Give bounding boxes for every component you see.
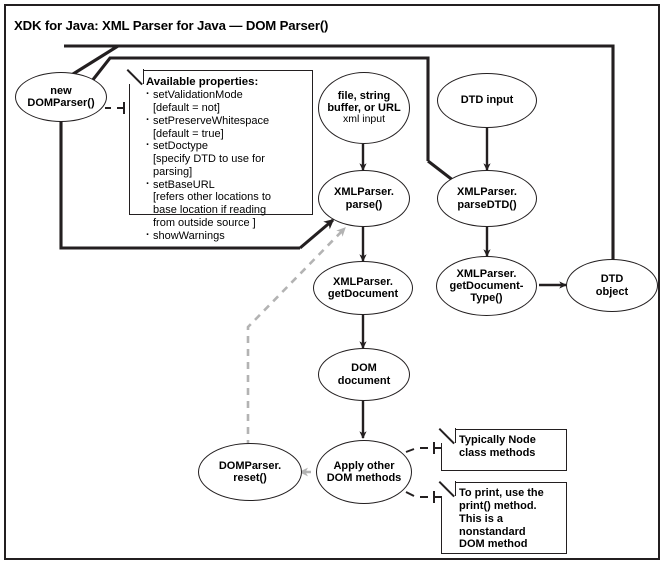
- prop-name: setValidationMode: [153, 89, 243, 102]
- node-parse-line2: parse(): [345, 198, 383, 211]
- note-properties-list: setValidationMode [default = not] setPre…: [146, 88, 306, 243]
- node-domparser-reset[interactable]: DOMParser. reset(): [198, 443, 302, 501]
- node-apply-other-dom-methods[interactable]: Apply other DOM methods: [316, 440, 412, 504]
- page-title: XDK for Java: XML Parser for Java — DOM …: [14, 18, 329, 33]
- node-xmlparser-getdocument[interactable]: XMLParser. getDocument: [313, 261, 413, 315]
- note-print-line3: This is a: [459, 512, 504, 525]
- note-print-line4: nonstandard: [459, 525, 526, 538]
- list-item: setValidationMode [default = not]: [146, 88, 306, 115]
- prop-detail3: from outside source ]: [153, 216, 256, 229]
- node-applyother-line2: DOM methods: [326, 472, 402, 484]
- node-xml-input-line1: file, string: [337, 89, 391, 102]
- note-print-line2: print() method.: [459, 499, 537, 512]
- node-dtdobject-line1: DTD: [600, 273, 624, 286]
- node-dtd-object[interactable]: DTD object: [566, 259, 658, 312]
- node-reset-line1: DOMParser.: [218, 459, 282, 472]
- list-item: setDoctype [specify DTD to use for parsi…: [146, 139, 306, 178]
- note-typically-line1: Typically Node: [459, 434, 536, 446]
- note-properties-heading: Available properties:: [146, 76, 259, 88]
- node-getdocumenttype-line3: Type(): [470, 292, 503, 305]
- node-dtd-input-line1: DTD input: [460, 94, 514, 107]
- note-typically-line2: class methods: [459, 446, 536, 459]
- node-xmlparser-getdocumenttype[interactable]: XMLParser. getDocument- Type(): [436, 256, 537, 316]
- prop-detail2: base location if reading: [153, 204, 267, 217]
- node-parse-line1: XMLParser.: [334, 186, 394, 199]
- node-getdocumenttype-line2: getDocument-: [449, 279, 524, 292]
- node-applyother-line1: Apply other: [333, 459, 395, 472]
- node-parsedtd-line2: parseDTD(): [457, 198, 517, 211]
- node-xml-input-line2: buffer, or URL: [327, 102, 401, 115]
- node-dtdobject-line2: object: [595, 285, 629, 298]
- prop-detail: [specify DTD to use for: [153, 153, 265, 166]
- node-getdocument-line2: getDocument: [327, 288, 399, 300]
- note-typically-node-class-methods: Typically Node class methods: [438, 428, 567, 471]
- list-item: showWarnings: [146, 229, 306, 243]
- note-print-line1: To print, use the: [459, 487, 544, 499]
- node-dom-document[interactable]: DOM document: [318, 348, 410, 401]
- node-xml-input-sub: xml input: [342, 113, 385, 126]
- prop-detail: [default = true]: [153, 127, 224, 140]
- list-item: setBaseURL [refers other locations to ba…: [146, 178, 306, 230]
- prop-name: showWarnings: [153, 229, 225, 242]
- node-domdocument-line1: DOM: [351, 362, 377, 375]
- prop-detail: [refers other locations to: [153, 191, 272, 204]
- prop-name: setDoctype: [153, 140, 209, 153]
- list-item: setPreserveWhitespace [default = true]: [146, 114, 306, 141]
- prop-name: setPreserveWhitespace: [153, 114, 270, 127]
- node-xml-input[interactable]: file, string buffer, or URL xml input: [318, 72, 410, 144]
- node-parsedtd-line1: XMLParser.: [457, 186, 517, 199]
- node-domdocument-line2: document: [337, 374, 391, 387]
- prop-detail: [default = not]: [153, 102, 220, 115]
- node-xmlparser-parse[interactable]: XMLParser. parse(): [318, 170, 410, 227]
- note-print-method: To print, use the print() method. This i…: [438, 481, 567, 554]
- note-available-properties: Available properties: setValidationMode …: [126, 69, 313, 242]
- node-getdocument-line1: XMLParser.: [333, 275, 393, 288]
- node-xmlparser-parsedtd[interactable]: XMLParser. parseDTD(): [437, 170, 537, 227]
- node-new-domparser[interactable]: new DOMParser(): [15, 72, 107, 122]
- prop-detail2: parsing]: [153, 165, 193, 178]
- node-dtd-input[interactable]: DTD input: [437, 73, 537, 128]
- node-new-domparser-line1: new: [50, 84, 72, 97]
- note-print-line5: DOM method: [459, 538, 528, 551]
- node-getdocumenttype-line1: XMLParser.: [456, 267, 517, 280]
- node-reset-line2: reset(): [233, 472, 267, 484]
- node-new-domparser-line2: DOMParser(): [27, 97, 95, 109]
- prop-name: setBaseURL: [153, 178, 215, 191]
